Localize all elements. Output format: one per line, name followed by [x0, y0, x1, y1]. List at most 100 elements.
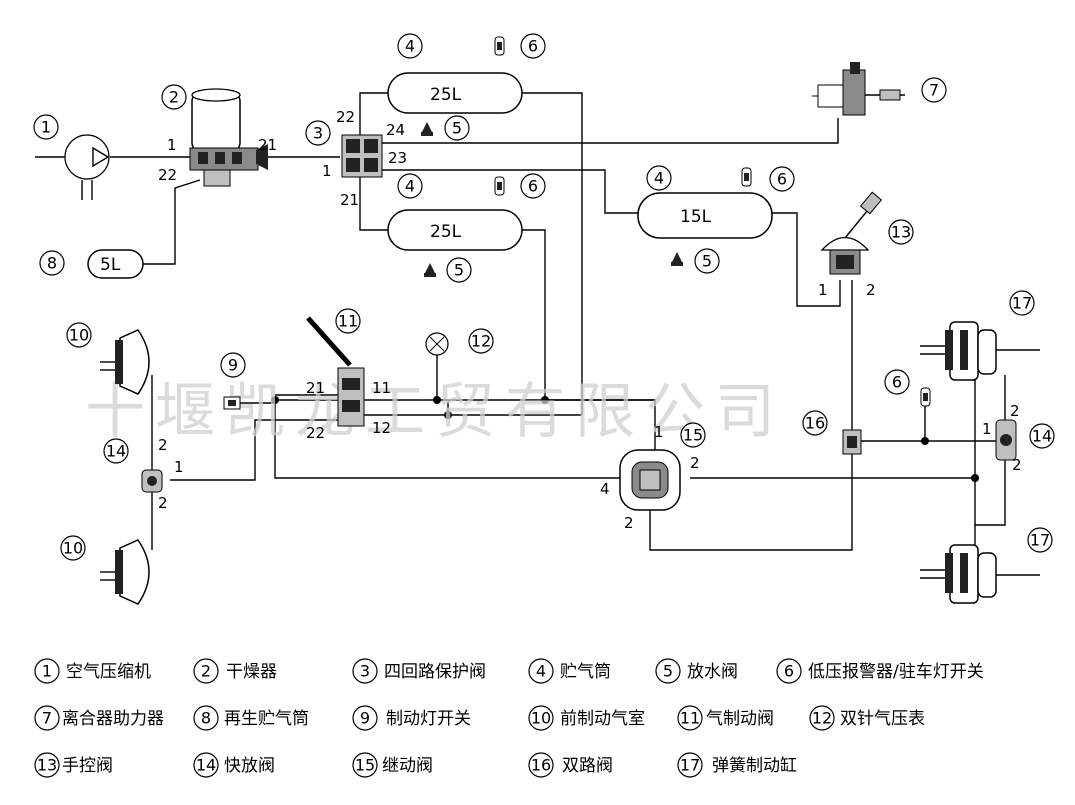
svg-text:16: 16 [531, 756, 551, 775]
svg-text:7: 7 [929, 81, 939, 100]
svg-text:放水阀: 放水阀 [687, 662, 738, 682]
callouts: 1 2 3 4 6 7 5 4 6 4 6 13 5 5 8 11 12 10 … [33, 33, 1055, 561]
legend-item-8: 8 再生贮气筒 [193, 705, 309, 731]
legend-item-9: 9 制动灯开关 [352, 705, 471, 731]
callout-14-a: 14 [103, 438, 129, 464]
legend-item-5: 5 放水阀 [655, 658, 738, 684]
quick-release-valve-right [995, 419, 1017, 461]
svg-text:3: 3 [313, 124, 323, 143]
svg-text:快放阀: 快放阀 [224, 756, 275, 776]
svg-text:5: 5 [663, 662, 673, 681]
svg-text:4: 4 [654, 169, 664, 188]
svg-text:4: 4 [405, 177, 415, 196]
svg-text:1: 1 [174, 458, 184, 476]
air-compressor [64, 134, 110, 200]
svg-text:离合器助力器: 离合器助力器 [62, 709, 164, 729]
callout-4-a: 4 [397, 33, 423, 59]
port-labels: 1 21 22 22 24 23 21 1 1 2 21 11 22 12 1 … [158, 108, 1022, 532]
svg-text:3: 3 [360, 662, 370, 681]
legend-item-4: 4 贮气筒 [528, 658, 611, 684]
svg-text:5: 5 [454, 261, 464, 280]
svg-text:低压报警器/驻车灯开关: 低压报警器/驻车灯开关 [808, 662, 984, 682]
svg-text:8: 8 [201, 709, 211, 728]
svg-text:14: 14 [1032, 427, 1052, 446]
svg-text:6: 6 [528, 177, 538, 196]
svg-text:17: 17 [1030, 531, 1050, 550]
stop-lamp-switch [223, 396, 241, 410]
air-tank-right: 15L [637, 192, 773, 239]
tank-upper-label: 25L [430, 85, 462, 105]
svg-text:22: 22 [336, 108, 355, 126]
callout-10-b: 10 [60, 535, 86, 561]
svg-text:5: 5 [452, 119, 462, 138]
svg-text:22: 22 [158, 166, 177, 184]
svg-text:12: 12 [812, 709, 832, 728]
svg-text:4: 4 [536, 662, 546, 681]
air-dryer [189, 88, 268, 187]
svg-text:制动灯开关: 制动灯开关 [386, 709, 471, 729]
svg-text:11: 11 [338, 312, 358, 331]
front-brake-chamber-top [100, 329, 150, 395]
junction-nodes [271, 396, 979, 482]
svg-text:14: 14 [196, 756, 216, 775]
callout-4-c: 4 [646, 165, 672, 191]
callout-14-b: 14 [1029, 423, 1055, 449]
double-check-valve [842, 429, 862, 455]
drain-valve-icons [421, 122, 683, 277]
callout-10-a: 10 [66, 322, 92, 348]
legend-item-17: 17 弹簧制动缸 [677, 752, 797, 778]
callout-6-c: 6 [769, 166, 795, 192]
svg-text:双针气压表: 双针气压表 [840, 709, 925, 729]
regeneration-tank: 5L [87, 249, 144, 279]
callout-9: 9 [220, 352, 246, 378]
svg-text:1: 1 [654, 423, 664, 441]
svg-text:1: 1 [167, 136, 177, 154]
clutch-booster [812, 62, 905, 116]
tank-lower-label: 25L [430, 222, 462, 242]
callout-16: 16 [802, 410, 828, 436]
svg-text:4: 4 [600, 480, 610, 498]
foot-brake-valve [303, 316, 365, 427]
svg-text:再生贮气筒: 再生贮气筒 [224, 709, 309, 729]
svg-text:前制动气室: 前制动气室 [560, 709, 645, 729]
svg-text:9: 9 [228, 356, 238, 375]
svg-text:1: 1 [41, 118, 51, 137]
svg-text:8: 8 [47, 254, 57, 273]
low-pressure-switch-icons [494, 36, 931, 407]
four-circuit-protection-valve [341, 134, 383, 178]
svg-text:17: 17 [680, 756, 700, 775]
callout-6-b: 6 [520, 173, 546, 199]
svg-text:弹簧制动缸: 弹簧制动缸 [712, 755, 797, 776]
svg-text:10: 10 [531, 709, 551, 728]
front-brake-chamber-bottom [100, 539, 150, 605]
svg-text:贮气筒: 贮气筒 [560, 662, 611, 682]
svg-text:12: 12 [372, 419, 391, 437]
legend-item-14: 14 快放阀 [193, 752, 275, 778]
regen-tank-label: 5L [100, 255, 121, 275]
svg-text:2: 2 [201, 662, 211, 681]
legend-item-12: 12 双针气压表 [809, 705, 925, 731]
svg-text:2: 2 [690, 454, 700, 472]
pipe-network [35, 92, 1006, 551]
svg-text:2: 2 [158, 436, 168, 454]
svg-text:2: 2 [624, 514, 634, 532]
callout-6-a: 6 [520, 33, 546, 59]
svg-text:空气压缩机: 空气压缩机 [66, 662, 151, 682]
callout-12: 12 [468, 328, 494, 354]
callout-7: 7 [921, 77, 947, 103]
svg-text:21: 21 [306, 379, 325, 397]
watermark: 十堰凯龙工贸有限公司 [85, 377, 785, 447]
svg-text:22: 22 [306, 424, 325, 442]
callout-5-c: 5 [694, 248, 720, 274]
svg-text:11: 11 [372, 379, 391, 397]
svg-text:9: 9 [360, 709, 370, 728]
svg-text:干燥器: 干燥器 [226, 662, 277, 682]
